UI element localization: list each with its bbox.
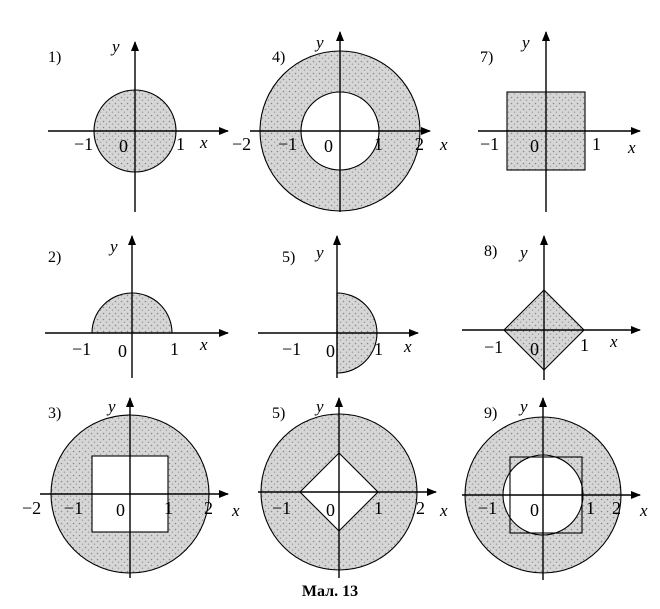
panel-7: 7) y x −1 0 1 [478,31,641,212]
tick-label: 1 [586,498,595,518]
y-axis-label: y [314,243,324,262]
origin-label: 0 [326,341,335,361]
panel-9: 9) y x −1 0 1 2 [462,397,648,580]
tick-label: 2 [204,498,213,518]
x-axis-label: x [639,501,648,520]
tick-label: 2 [612,498,621,518]
tick-label: 1 [170,339,179,359]
x-axis-label: x [439,135,448,154]
tick-label: 1 [164,498,173,518]
tick-label: −1 [484,337,503,357]
tick-label: −1 [278,134,297,154]
origin-label: 0 [116,500,125,520]
panel-number: 3) [48,405,61,422]
x-axis-label: x [403,337,412,356]
panel-number: 2) [48,249,61,266]
x-axis-label: x [439,501,448,520]
tick-label: −1 [64,498,83,518]
y-axis-label: y [110,37,120,56]
tick-label: −1 [272,498,291,518]
tick-label: −2 [232,134,251,154]
origin-label: 0 [326,500,335,520]
tick-label: 2 [416,498,425,518]
tick-label: 1 [374,498,383,518]
panel-5-half-disk: 5) y x −1 0 1 [258,235,419,378]
tick-label: −1 [480,134,499,154]
y-axis-label: y [518,243,528,262]
panel-1: 1) y x −1 0 1 [48,37,229,212]
origin-label: 0 [530,500,539,520]
tick-label: −1 [282,339,301,359]
origin-label: 0 [119,136,128,156]
tick-label: 1 [374,339,383,359]
x-axis-label: x [627,138,636,157]
tick-label: 2 [415,134,424,154]
panel-2: 2) y x −1 0 1 [45,235,229,378]
origin-label: 0 [530,339,539,359]
origin-label: 0 [118,341,127,361]
x-axis-label: x [199,133,208,152]
tick-label: 1 [176,134,185,154]
panel-number: 8) [484,243,497,260]
panel-number: 9) [484,405,497,422]
y-axis-label: y [314,33,324,52]
tick-label: −2 [22,498,41,518]
y-axis-label: y [108,237,118,256]
y-axis-label: y [520,33,530,52]
y-axis-label: y [106,397,116,416]
x-axis-label: x [609,332,618,351]
panel-5-disk-minus-rhombus: 5) y x −1 0 1 2 [258,397,448,578]
figure-caption: Мал. 13 [301,583,359,600]
panel-number: 7) [480,49,493,66]
panel-3: 3) y x −2 −1 0 1 2 [22,397,240,578]
tick-label: −1 [74,134,93,154]
panel-number: 5) [282,249,295,266]
panel-number: 5) [272,405,285,422]
y-axis-label: y [314,397,324,416]
tick-label: 1 [592,134,601,154]
x-axis-label: x [231,501,240,520]
origin-label: 0 [324,136,333,156]
origin-label: 0 [530,136,539,156]
x-axis-label: x [199,335,208,354]
panel-number: 1) [48,49,61,66]
tick-label: 1 [374,134,383,154]
tick-label: 1 [580,335,589,355]
panel-8: 8) y x −1 0 1 [462,235,641,380]
panel-4: 4) y x −2 −1 0 1 2 [232,31,448,212]
tick-label: −1 [478,498,497,518]
y-axis-label: y [518,397,528,416]
panel-number: 4) [272,49,285,66]
tick-label: −1 [72,339,91,359]
